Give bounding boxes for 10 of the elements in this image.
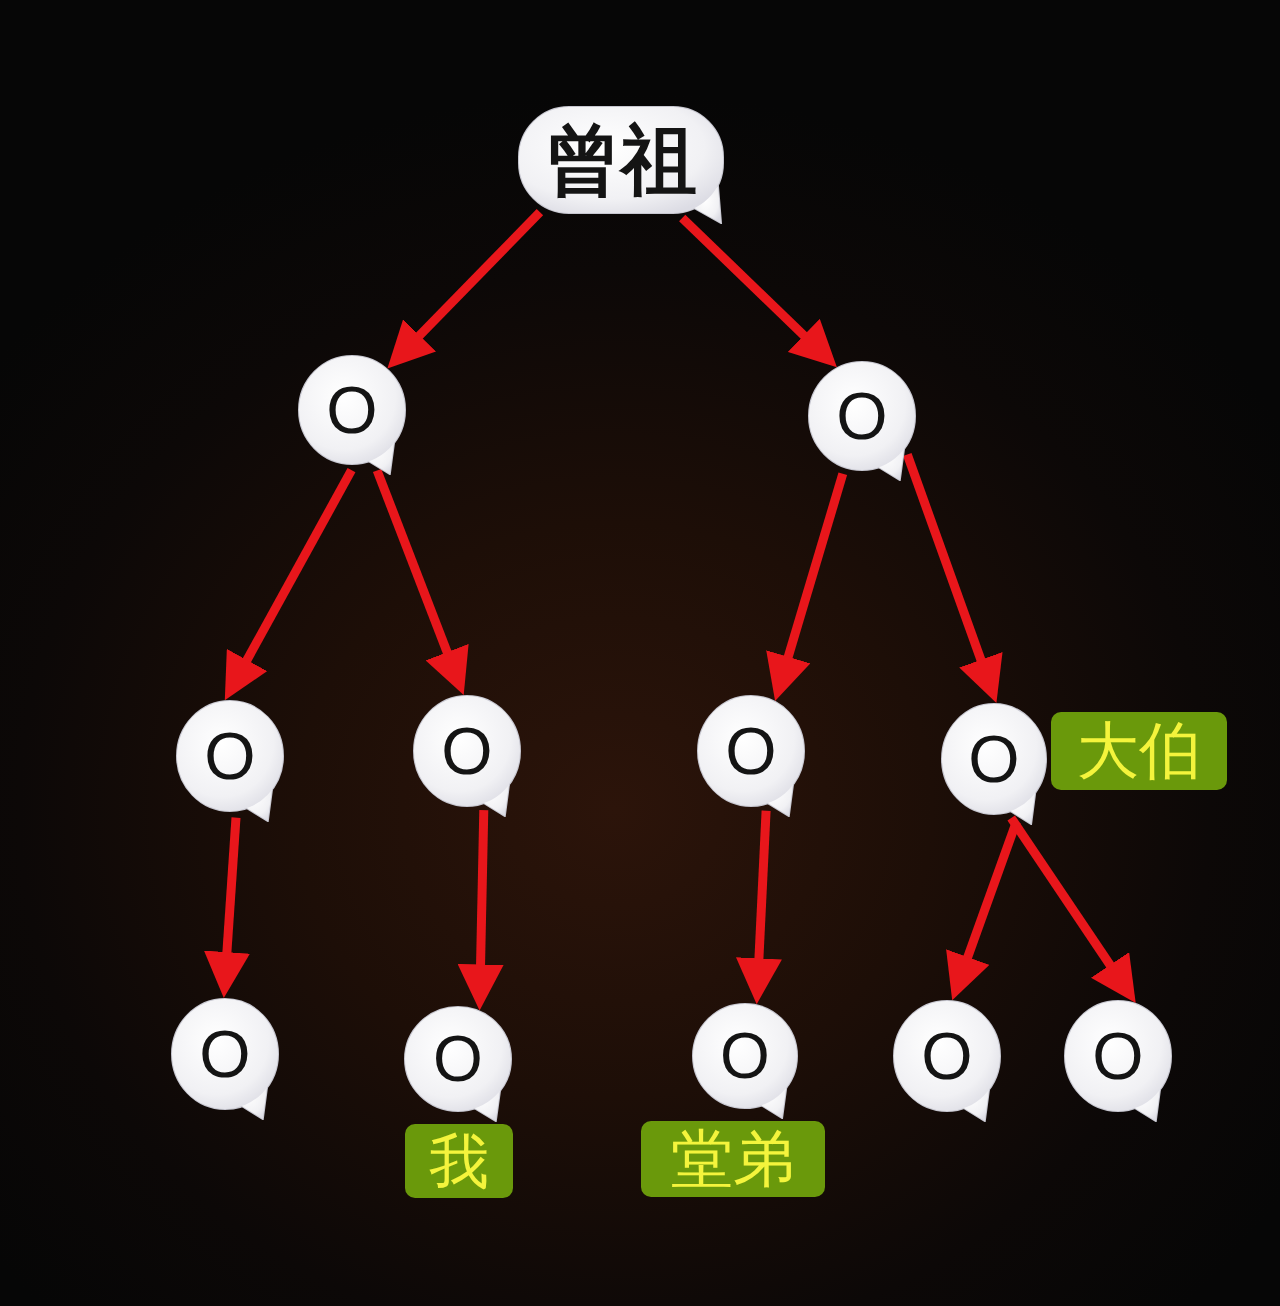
name-tag: 堂弟: [641, 1121, 825, 1197]
name-tag: 我: [405, 1124, 513, 1198]
arrow: [735, 810, 782, 1005]
arrow: [903, 453, 1003, 705]
arrow: [372, 468, 469, 697]
name-tag: 大伯: [1051, 712, 1227, 790]
arrow: [457, 810, 504, 1011]
arrow: [766, 472, 848, 703]
arrow: [946, 820, 1021, 1002]
arrow: [203, 817, 250, 999]
